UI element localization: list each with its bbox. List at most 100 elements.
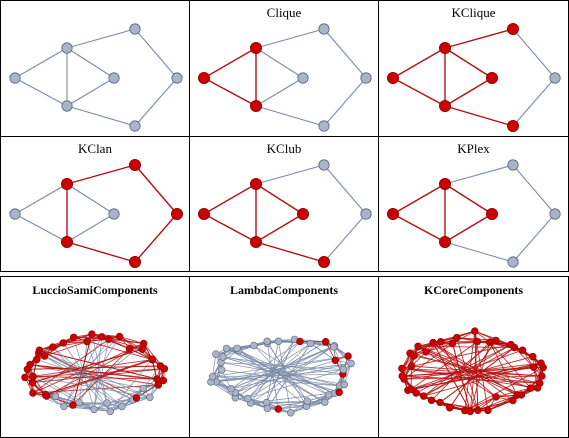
edge bbox=[24, 359, 153, 378]
edge-v3-v4 bbox=[66, 77, 115, 107]
node bbox=[398, 364, 406, 373]
node bbox=[529, 352, 537, 361]
edge bbox=[110, 388, 144, 412]
node bbox=[492, 336, 500, 345]
node-v3 bbox=[61, 236, 74, 249]
graph-drawing bbox=[398, 327, 547, 416]
node-v3 bbox=[439, 236, 452, 249]
edge-v6-v7 bbox=[134, 77, 178, 127]
node bbox=[159, 376, 168, 385]
edge bbox=[230, 363, 352, 390]
node-v1 bbox=[9, 208, 21, 220]
node bbox=[461, 406, 469, 415]
node bbox=[406, 349, 414, 357]
edge bbox=[333, 346, 344, 370]
edge bbox=[109, 358, 153, 412]
node-v1 bbox=[197, 208, 210, 221]
edge-v2-v5 bbox=[255, 164, 325, 185]
node bbox=[212, 350, 220, 358]
edge bbox=[401, 367, 540, 384]
edge bbox=[489, 341, 518, 396]
edge-v3-v4 bbox=[444, 213, 493, 243]
edge-v2-v5 bbox=[66, 164, 136, 185]
panel-title: KClique bbox=[451, 5, 496, 20]
node-v7 bbox=[507, 256, 519, 268]
edge-v3-v7 bbox=[66, 105, 136, 127]
panel-title: KClub bbox=[266, 141, 302, 156]
node-v7 bbox=[129, 120, 141, 132]
edge-v5-v6 bbox=[512, 28, 556, 79]
node bbox=[335, 388, 343, 397]
node bbox=[471, 327, 479, 335]
panel-kclan: KClan bbox=[0, 136, 190, 272]
node-v7 bbox=[318, 120, 330, 132]
node bbox=[429, 338, 437, 347]
graph-drawing bbox=[197, 159, 372, 269]
node bbox=[69, 333, 78, 341]
edge bbox=[410, 356, 533, 390]
node bbox=[90, 405, 98, 414]
edge-v6-v7 bbox=[512, 77, 556, 127]
node bbox=[263, 337, 271, 346]
node-v4 bbox=[108, 208, 120, 220]
node-v3 bbox=[250, 236, 263, 249]
panel-title: KCoreComponents bbox=[423, 283, 524, 297]
node-v4 bbox=[297, 72, 309, 84]
panel-title: LambdaComponents bbox=[229, 283, 339, 297]
edge-v2-v4 bbox=[255, 47, 304, 79]
node-v3 bbox=[439, 100, 452, 113]
edge bbox=[32, 392, 65, 407]
edge-v3-v4 bbox=[444, 77, 493, 107]
node bbox=[83, 337, 91, 346]
node-v6 bbox=[360, 72, 372, 84]
panel-kclique: KClique bbox=[378, 0, 569, 137]
edge-v1-v3 bbox=[203, 213, 257, 243]
node bbox=[106, 407, 115, 416]
node bbox=[29, 372, 37, 381]
node bbox=[132, 394, 141, 402]
node bbox=[303, 397, 312, 405]
panel-clique: Clique bbox=[189, 0, 379, 137]
node bbox=[60, 402, 68, 411]
edge-v2-v5 bbox=[444, 28, 514, 49]
graph-drawing bbox=[386, 159, 561, 268]
edge bbox=[129, 348, 153, 360]
node bbox=[286, 409, 295, 417]
edge bbox=[55, 336, 120, 397]
node-v3 bbox=[61, 100, 73, 112]
node bbox=[41, 390, 50, 399]
node-v7 bbox=[317, 256, 330, 269]
edge-v5-v6 bbox=[134, 28, 178, 79]
node bbox=[29, 389, 37, 397]
node bbox=[263, 404, 272, 413]
node bbox=[244, 394, 252, 403]
node bbox=[445, 403, 454, 412]
node-v4 bbox=[486, 208, 499, 221]
node bbox=[40, 352, 49, 360]
node bbox=[414, 342, 422, 351]
edge bbox=[253, 345, 329, 396]
edge bbox=[432, 342, 471, 412]
node-v2 bbox=[250, 178, 263, 191]
edge bbox=[32, 338, 110, 394]
node bbox=[427, 396, 436, 405]
edge bbox=[452, 330, 476, 344]
node bbox=[510, 343, 519, 352]
edge-v6-v7 bbox=[323, 77, 367, 127]
panel-title: KClan bbox=[78, 141, 112, 156]
edge bbox=[44, 341, 88, 357]
edge-v2-v4 bbox=[66, 47, 115, 79]
edge bbox=[514, 347, 534, 368]
node bbox=[448, 339, 457, 348]
node bbox=[398, 372, 406, 380]
node bbox=[330, 343, 338, 351]
node bbox=[49, 343, 57, 351]
edge-v2-v5 bbox=[66, 28, 136, 49]
edge bbox=[32, 376, 80, 403]
edge bbox=[530, 367, 544, 389]
edge bbox=[226, 348, 325, 403]
edge bbox=[401, 346, 419, 369]
node-v5 bbox=[318, 159, 330, 171]
node-v4 bbox=[486, 72, 499, 85]
edge-v5-v6 bbox=[323, 28, 367, 79]
